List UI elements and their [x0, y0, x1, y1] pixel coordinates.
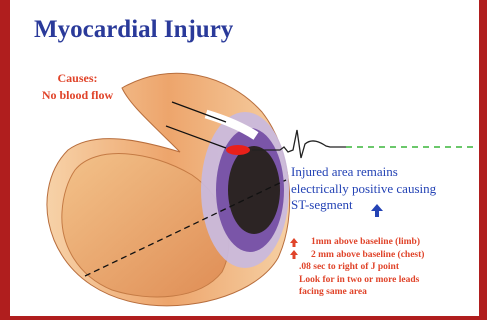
- criteria-item: 2 mm above baseline (chest): [299, 249, 424, 262]
- slide-title: Myocardial Injury: [34, 16, 233, 44]
- criteria-item: Look for in two or more leads: [299, 274, 424, 287]
- st-explanation: Injured area remains electrically positi…: [291, 164, 436, 214]
- criteria-item: .08 sec to right of J point: [299, 261, 424, 274]
- up-arrow-icon: [290, 238, 298, 247]
- causes-value: No blood flow: [30, 87, 125, 104]
- up-arrow-icon: [290, 250, 298, 259]
- content-panel: Myocardial Injury Causes: No blood flow …: [10, 0, 479, 316]
- causes-label: Causes: No blood flow: [30, 70, 125, 104]
- explanation-line: ST-segment: [291, 197, 436, 214]
- criteria-item: 1mm above baseline (limb): [299, 236, 424, 249]
- lesion-marker: [226, 145, 250, 155]
- criteria-item: facing same area: [299, 286, 424, 299]
- causes-heading: Causes:: [30, 70, 125, 87]
- explanation-line: Injured area remains: [291, 164, 436, 181]
- infarct-zone: [228, 146, 280, 234]
- st-criteria-list: 1mm above baseline (limb) 2 mm above bas…: [299, 236, 424, 299]
- explanation-line: electrically positive causing: [291, 181, 436, 198]
